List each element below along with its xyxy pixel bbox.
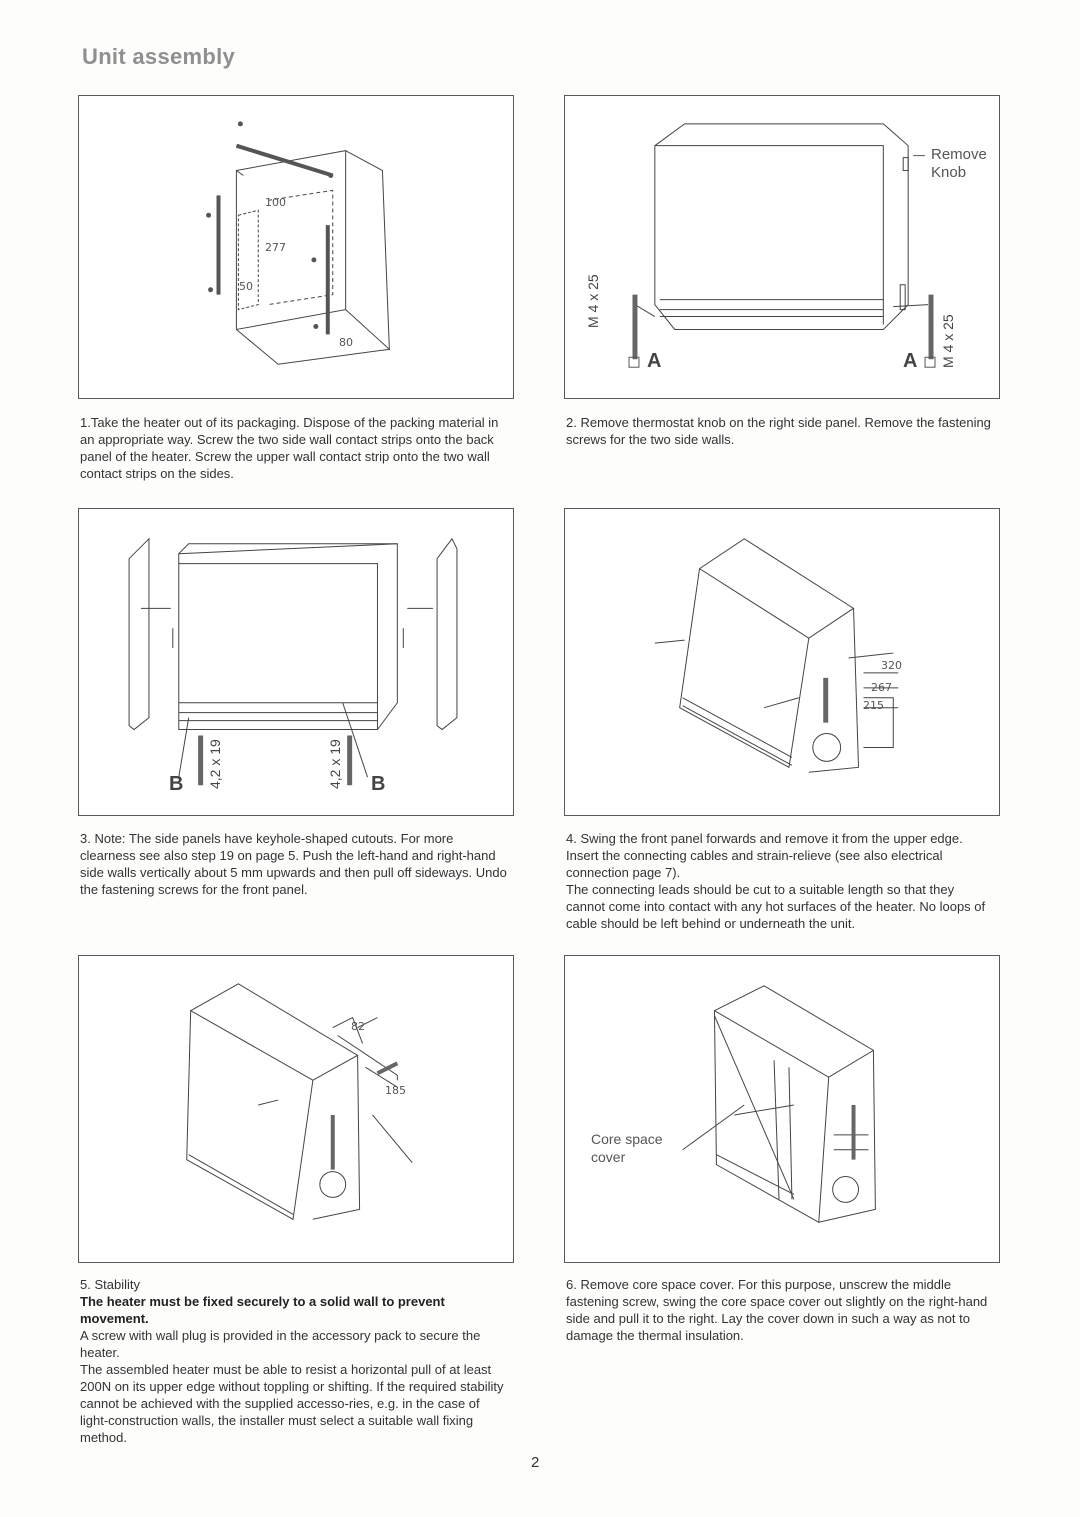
- screw-size-label-right: 4,2 x 19: [327, 739, 343, 789]
- marker-a-right: A: [903, 350, 918, 372]
- figure-6-core-cover: Core space cover: [564, 955, 1000, 1263]
- caption-step-5: 5. Stability The heater must be fixed se…: [80, 1276, 510, 1446]
- page-title: Unit assembly: [82, 44, 236, 69]
- figure-3-side-walls: 4,2 x 19 4,2 x 19 B B: [78, 508, 514, 816]
- figure-2-remove-knob: Remove Knob M 4 x 25 M 4 x 25 A A: [564, 95, 1000, 399]
- dim-label: 320: [881, 659, 902, 672]
- dim-label: 82: [351, 1020, 365, 1033]
- screw-size-label-left: 4,2 x 19: [207, 739, 223, 789]
- caption-step-3: 3. Note: The side panels have keyhole-sh…: [80, 830, 510, 898]
- heater-open-front-illustration: [654, 538, 899, 773]
- caption-text: 6. Remove core space cover. For this pur…: [566, 1277, 988, 1343]
- dim-label: 80: [339, 336, 353, 349]
- heater-wall-fixing-illustration: [186, 983, 413, 1221]
- dim-label: 267: [871, 681, 892, 694]
- dim-label: 277: [265, 241, 286, 254]
- page-number: 2: [531, 1454, 540, 1471]
- marker-a-left: A: [647, 350, 662, 372]
- figure-4-front-panel: 320 267 215: [564, 508, 1000, 816]
- caption-text: 2. Remove thermostat knob on the right s…: [566, 415, 991, 447]
- screw-size-label-right: M 4 x 25: [940, 314, 956, 368]
- figure-5-stability: 82 185: [78, 955, 514, 1263]
- remove-knob-label: Remove Knob: [931, 146, 987, 182]
- heater-back-illustration: [206, 121, 390, 365]
- caption-heading: 5. Stability: [80, 1277, 140, 1292]
- knob-label: Knob: [931, 164, 967, 181]
- core-label-line-1: Core space: [591, 1131, 663, 1147]
- caption-text: The assembled heater must be able to res…: [80, 1362, 504, 1445]
- caption-warning: The heater must be fixed securely to a s…: [80, 1294, 445, 1326]
- dim-label: 215: [863, 699, 884, 712]
- remove-label: Remove: [931, 146, 987, 163]
- screw-size-label-left: M 4 x 25: [585, 274, 601, 328]
- caption-step-4: 4. Swing the front panel forwards and re…: [566, 830, 996, 932]
- marker-b-right: B: [371, 773, 386, 795]
- caption-text: 3. Note: The side panels have keyhole-sh…: [80, 831, 507, 897]
- heater-side-walls-illustration: [128, 537, 458, 786]
- heater-core-cover-illustration: [682, 985, 876, 1224]
- dim-label: 185: [385, 1084, 406, 1097]
- core-space-cover-label: Core space cover: [591, 1130, 663, 1166]
- caption-step-2: 2. Remove thermostat knob on the right s…: [566, 414, 996, 448]
- dim-label: 50: [239, 280, 253, 293]
- marker-b-left: B: [169, 773, 184, 795]
- caption-text: 4. Swing the front panel forwards and re…: [566, 831, 963, 880]
- heater-front-illustration: [628, 123, 936, 368]
- figure-1-wall-strips: 100 277 50 80: [78, 95, 514, 399]
- caption-text: 1.Take the heater out of its packaging. …: [80, 415, 499, 481]
- caption-step-6: 6. Remove core space cover. For this pur…: [566, 1276, 996, 1344]
- dim-label: 100: [265, 196, 286, 209]
- caption-text: The connecting leads should be cut to a …: [566, 882, 986, 931]
- caption-text: A screw with wall plug is provided in th…: [80, 1328, 481, 1360]
- caption-step-1: 1.Take the heater out of its packaging. …: [80, 414, 510, 482]
- core-label-line-2: cover: [591, 1149, 626, 1165]
